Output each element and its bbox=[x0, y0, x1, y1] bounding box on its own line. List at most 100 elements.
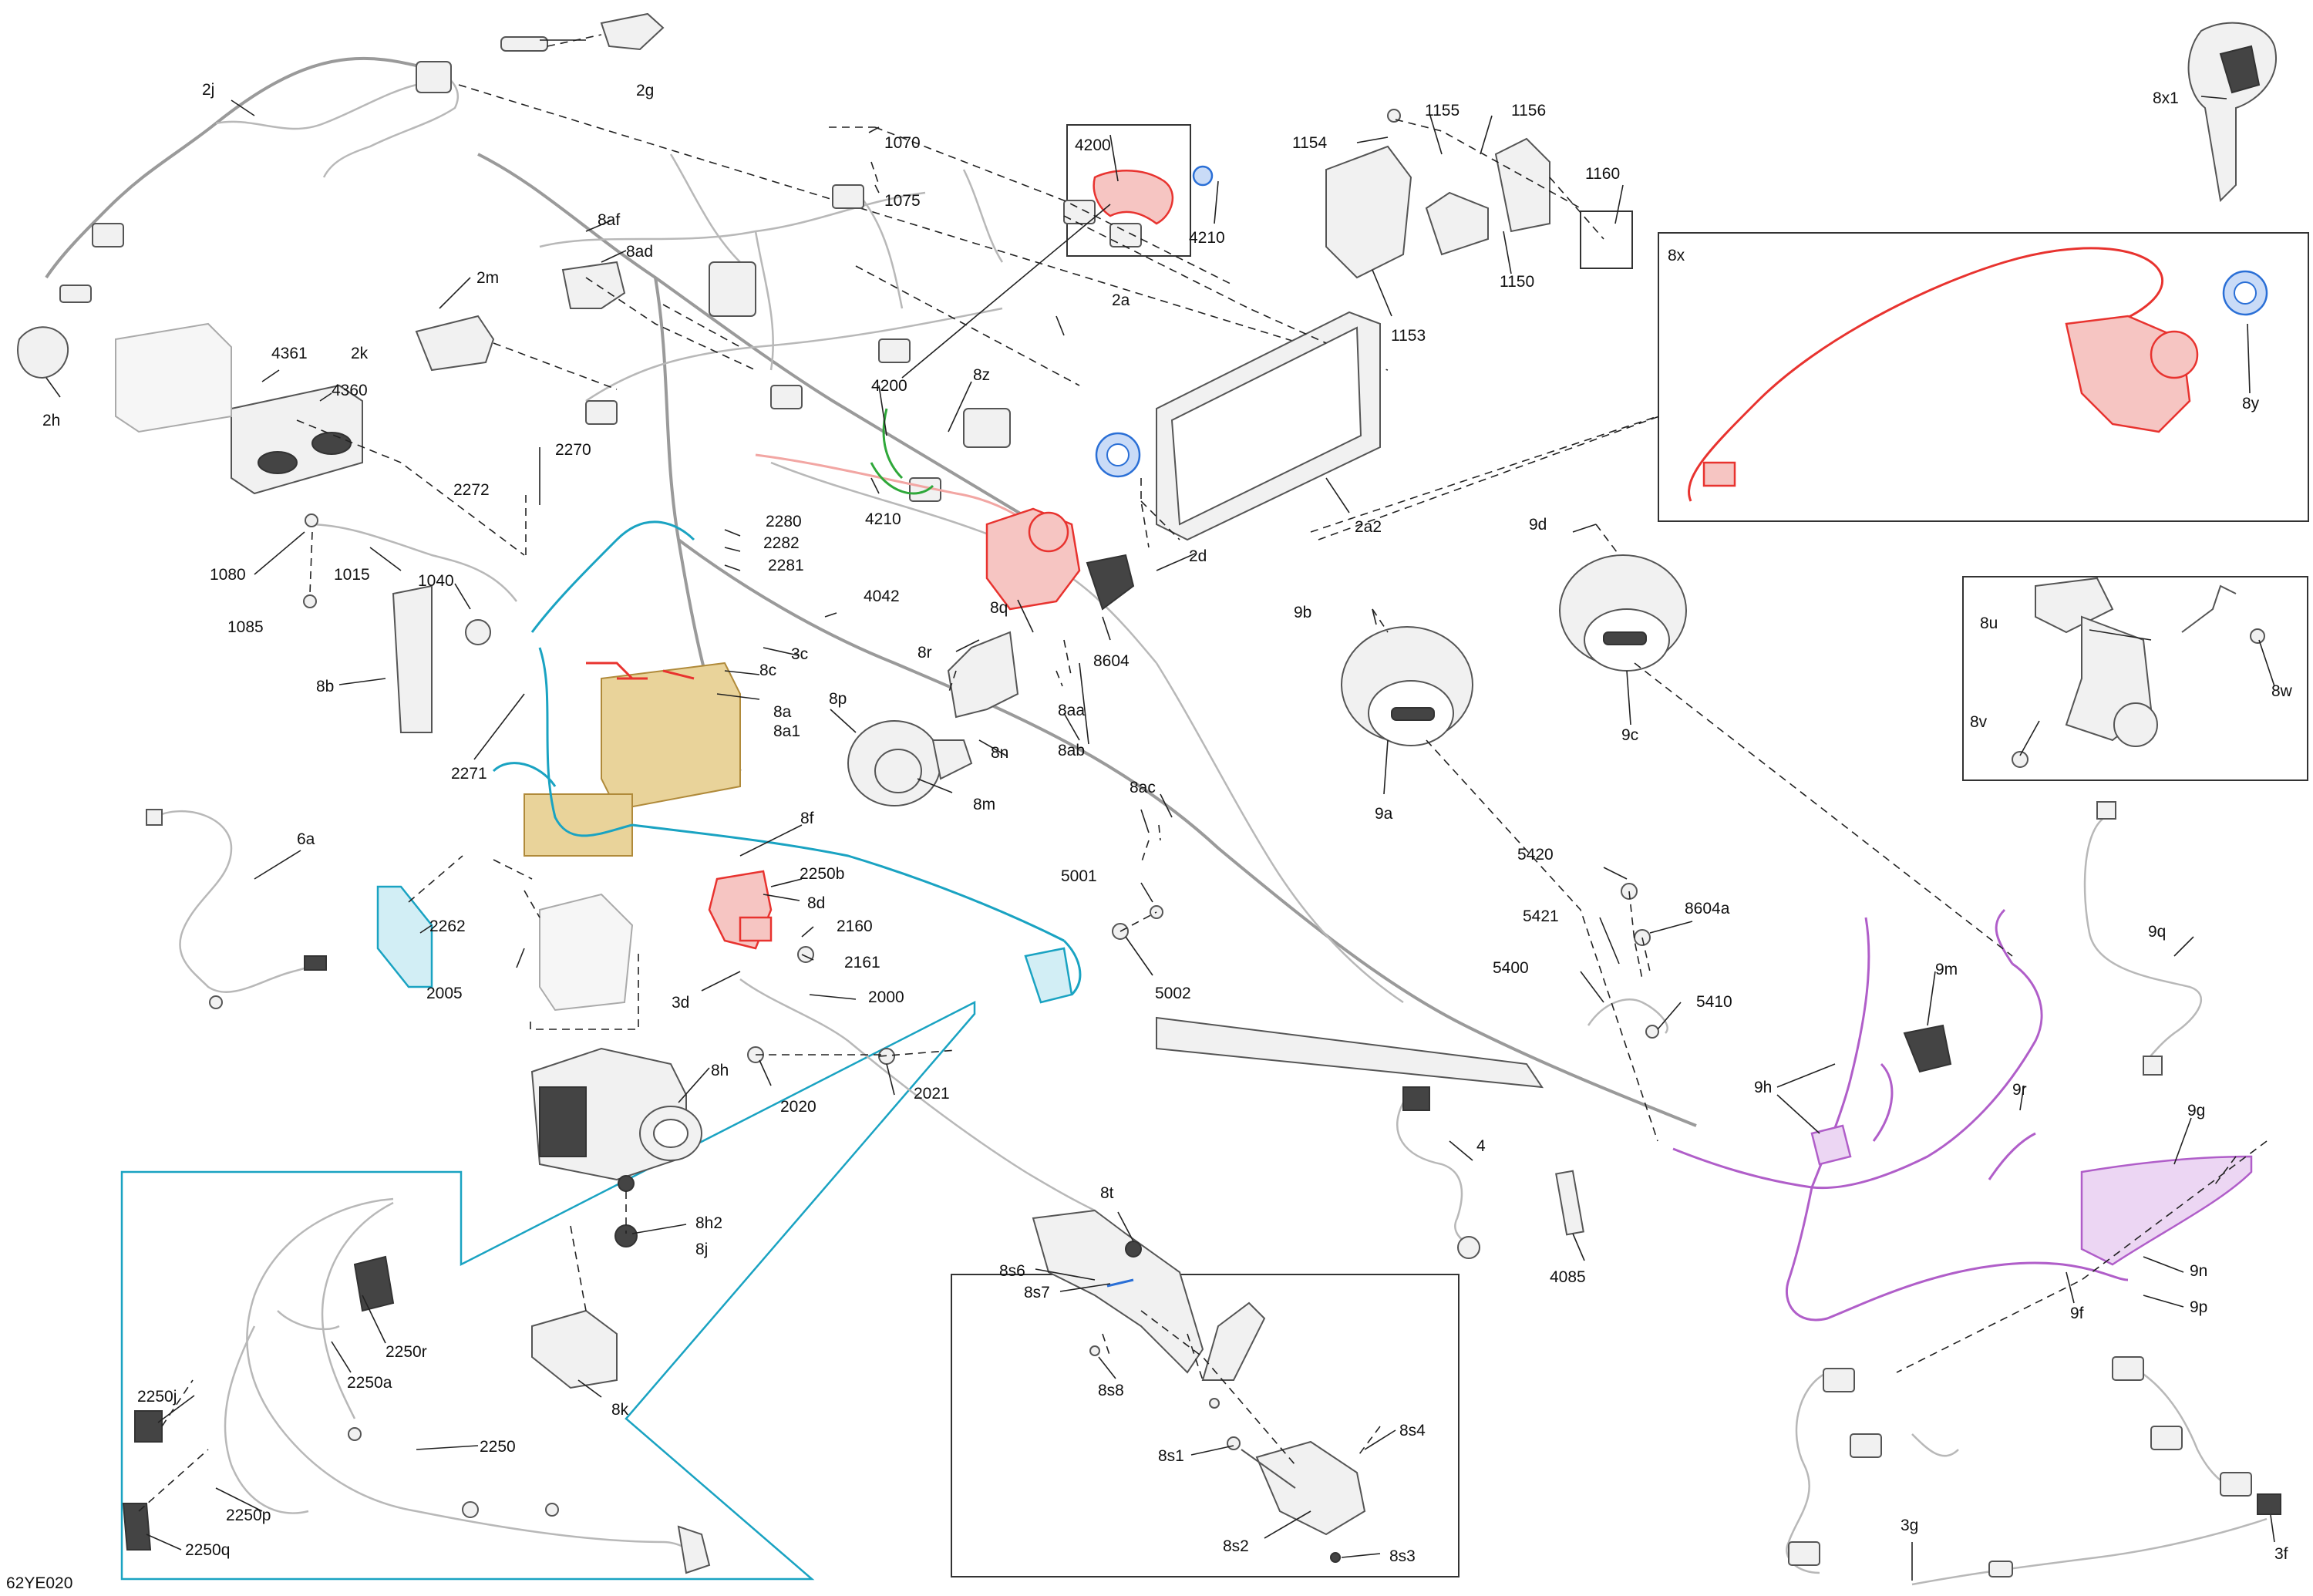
detail-box-2250 bbox=[120, 1000, 976, 1581]
label-4200-top: 4200 bbox=[1075, 136, 1111, 154]
label-8d: 8d bbox=[807, 894, 825, 912]
label-8a: 8a bbox=[773, 703, 792, 721]
label-2a2: 2a2 bbox=[1355, 518, 1382, 536]
label-8p: 8p bbox=[829, 690, 847, 708]
label-1155: 1155 bbox=[1425, 102, 1460, 120]
label-8c: 8c bbox=[759, 662, 776, 679]
harness-2250 bbox=[122, 1197, 711, 1574]
label-9n: 9n bbox=[2190, 1262, 2207, 1280]
label-2a: 2a bbox=[1112, 291, 1130, 309]
abs-module-8h bbox=[530, 1047, 702, 1192]
label-8ad: 8ad bbox=[626, 243, 653, 261]
part-labels: 2g 2j 2h 2m 2k 8af 8ad 1070 1075 4200 42… bbox=[6, 81, 2293, 1592]
label-8m: 8m bbox=[973, 796, 995, 813]
part-9m bbox=[1903, 1024, 1952, 1073]
label-2262: 2262 bbox=[429, 918, 466, 935]
label-1040: 1040 bbox=[418, 572, 454, 590]
label-9c: 9c bbox=[1621, 726, 1638, 744]
label-2282: 2282 bbox=[763, 534, 800, 552]
label-8h2: 8h2 bbox=[695, 1214, 722, 1232]
ignition-switch-red bbox=[985, 507, 1081, 611]
label-8ac: 8ac bbox=[1130, 779, 1156, 796]
label-3c: 3c bbox=[791, 645, 808, 663]
label-8ab: 8ab bbox=[1058, 742, 1085, 759]
label-9p: 9p bbox=[2190, 1298, 2207, 1316]
label-8v: 8v bbox=[1970, 713, 1988, 731]
bracket-assembly-8s bbox=[1032, 1209, 1366, 1563]
label-4360: 4360 bbox=[332, 382, 368, 399]
label-4200: 4200 bbox=[871, 377, 907, 395]
module-4361-ghost bbox=[115, 322, 232, 433]
label-8s1: 8s1 bbox=[1158, 1447, 1184, 1465]
label-2270: 2270 bbox=[555, 441, 591, 459]
label-2250b: 2250b bbox=[800, 865, 844, 883]
diagram-id: 62YE020 bbox=[6, 1574, 72, 1592]
label-8x: 8x bbox=[1668, 247, 1685, 264]
detail-box-8x bbox=[1658, 232, 2309, 522]
label-2020: 2020 bbox=[780, 1098, 816, 1116]
grommet-8h2 bbox=[614, 1224, 638, 1248]
leader-2250j bbox=[138, 1379, 209, 1512]
label-5002: 5002 bbox=[1155, 985, 1191, 1002]
label-8af: 8af bbox=[598, 211, 620, 229]
label-4210: 4210 bbox=[865, 510, 901, 528]
label-8604a: 8604a bbox=[1685, 900, 1730, 918]
harness-purple bbox=[1672, 908, 2253, 1322]
label-4042: 4042 bbox=[864, 588, 900, 605]
label-2000: 2000 bbox=[868, 988, 904, 1006]
label-4361: 4361 bbox=[271, 345, 308, 362]
label-1156: 1156 bbox=[1511, 102, 1546, 120]
label-2161: 2161 bbox=[844, 954, 880, 971]
label-8s4: 8s4 bbox=[1399, 1422, 1426, 1439]
module-4360 bbox=[231, 384, 363, 495]
label-9g: 9g bbox=[2187, 1102, 2205, 1120]
label-5420: 5420 bbox=[1517, 846, 1554, 864]
speaker-9a bbox=[1341, 626, 1473, 746]
label-3g: 3g bbox=[1901, 1517, 1918, 1534]
label-8y: 8y bbox=[2242, 395, 2260, 412]
label-8u: 8u bbox=[1980, 614, 1998, 632]
label-2k: 2k bbox=[351, 345, 369, 362]
label-1080: 1080 bbox=[210, 566, 246, 584]
label-2271: 2271 bbox=[451, 765, 487, 783]
label-4085: 4085 bbox=[1550, 1268, 1586, 1286]
label-8q: 8q bbox=[990, 599, 1008, 617]
label-2272: 2272 bbox=[453, 481, 490, 499]
display-2a2 bbox=[1156, 311, 1381, 541]
detail-box-4200 bbox=[1066, 124, 1191, 257]
part-4200-red bbox=[1093, 165, 1214, 225]
detail-box-8s bbox=[951, 1274, 1460, 1577]
module-8ad bbox=[561, 261, 626, 309]
bracket-8604 bbox=[1086, 554, 1135, 611]
label-4: 4 bbox=[1476, 1137, 1486, 1155]
label-8z: 8z bbox=[973, 366, 990, 384]
key-8x1 bbox=[2187, 22, 2277, 203]
label-2281: 2281 bbox=[768, 557, 804, 574]
label-9d: 9d bbox=[1529, 516, 1547, 534]
label-1160: 1160 bbox=[1585, 165, 1620, 183]
green-mark-4200 bbox=[882, 408, 904, 480]
label-9f: 9f bbox=[2070, 1305, 2084, 1322]
label-8x1: 8x1 bbox=[2153, 89, 2179, 107]
ignition-8x-red bbox=[1688, 247, 2199, 502]
bracket-8b bbox=[392, 584, 433, 733]
ecu-8a bbox=[524, 662, 741, 857]
dashed-bracket-abs bbox=[530, 954, 639, 1030]
part-4085 bbox=[1555, 1170, 1584, 1236]
sensor-4 bbox=[1396, 1086, 1480, 1259]
label-8a1: 8a1 bbox=[773, 722, 800, 740]
label-4210-top: 4210 bbox=[1189, 229, 1225, 247]
label-8t: 8t bbox=[1100, 1184, 1114, 1202]
label-8604: 8604 bbox=[1093, 652, 1130, 670]
label-2h: 2h bbox=[42, 412, 60, 429]
label-1150: 1150 bbox=[1500, 273, 1534, 291]
part-8d-red bbox=[708, 870, 773, 950]
detail-box-8u bbox=[1962, 576, 2308, 781]
label-5410: 5410 bbox=[1696, 993, 1732, 1011]
label-2m: 2m bbox=[476, 269, 499, 287]
label-1075: 1075 bbox=[884, 192, 921, 210]
motor-8u bbox=[2012, 577, 2265, 768]
label-8f: 8f bbox=[800, 810, 814, 827]
label-8b: 8b bbox=[316, 678, 334, 695]
